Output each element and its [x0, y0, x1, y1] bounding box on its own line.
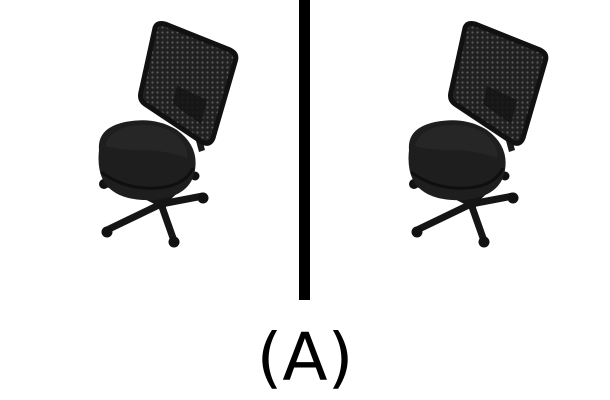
left-view — [85, 0, 245, 260]
right-view — [395, 0, 555, 260]
vertical-divider — [299, 0, 310, 300]
figure-caption: (A) — [256, 319, 354, 396]
office-chair-icon — [395, 0, 555, 260]
office-chair-icon — [85, 0, 245, 260]
